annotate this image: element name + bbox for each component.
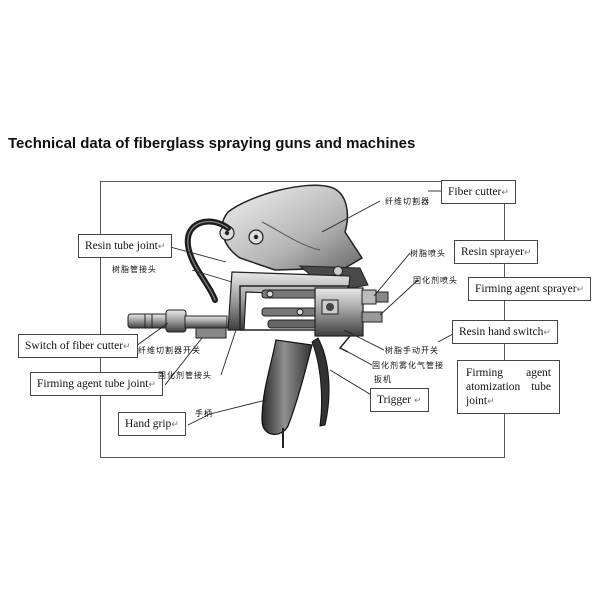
diagram-frame <box>100 181 505 458</box>
cn-label-fiber-cutter: 纤维切割器 <box>385 197 430 206</box>
cn-label-trigger: 扳机 <box>374 375 392 384</box>
callout-firming-agent-sprayer: Firming agent sprayer↵ <box>468 277 592 301</box>
cn-label-firming-agent-atomization-tube-joint: 固化剂雾化气管接 <box>372 361 444 370</box>
cn-label-hand-grip: 手柄 <box>195 409 213 418</box>
callout-firming-agent-tube-joint: Firming agent tube joint↵ <box>30 372 164 396</box>
callout-resin-hand-switch: Resin hand switch↵ <box>452 320 558 344</box>
leader-lines <box>135 190 454 426</box>
cn-label-resin-hand-switch: 树脂手动开关 <box>385 346 439 355</box>
callout-fiber-cutter: Fiber cutter↵ <box>441 180 516 204</box>
callout-hand-grip: Hand grip↵ <box>118 412 186 436</box>
gun-body <box>227 271 351 331</box>
page-title: Technical data of fiberglass spraying gu… <box>8 135 416 152</box>
cn-label-resin-tube-joint: 树脂管接头 <box>112 265 157 274</box>
cn-label-switch-of-fiber-cutter: 纤维切割器开关 <box>138 346 201 355</box>
cn-label-firming-agent-tube-joint: 固化剂管接头 <box>158 371 212 380</box>
resin-hose <box>184 218 231 303</box>
callout-firming-agent-atomization-tube-joint: Firming agent atomization tube joint↵ <box>457 360 560 414</box>
callout-switch-of-fiber-cutter: Switch of fiber cutter↵ <box>18 334 138 358</box>
cn-label-firming-agent-sprayer: 固化剂喷头 <box>413 276 458 285</box>
callout-resin-tube-joint: Resin tube joint↵ <box>78 234 173 258</box>
trigger <box>311 337 330 427</box>
callout-trigger: Trigger ↵ <box>370 388 429 412</box>
nozzle-block <box>314 287 389 353</box>
fiber-cutter-cover <box>219 184 369 293</box>
inlet-fittings <box>127 309 228 339</box>
hand-grip <box>261 339 313 448</box>
cn-label-resin-sprayer: 树脂喷头 <box>410 249 446 258</box>
callout-resin-sprayer: Resin sprayer↵ <box>454 240 539 264</box>
